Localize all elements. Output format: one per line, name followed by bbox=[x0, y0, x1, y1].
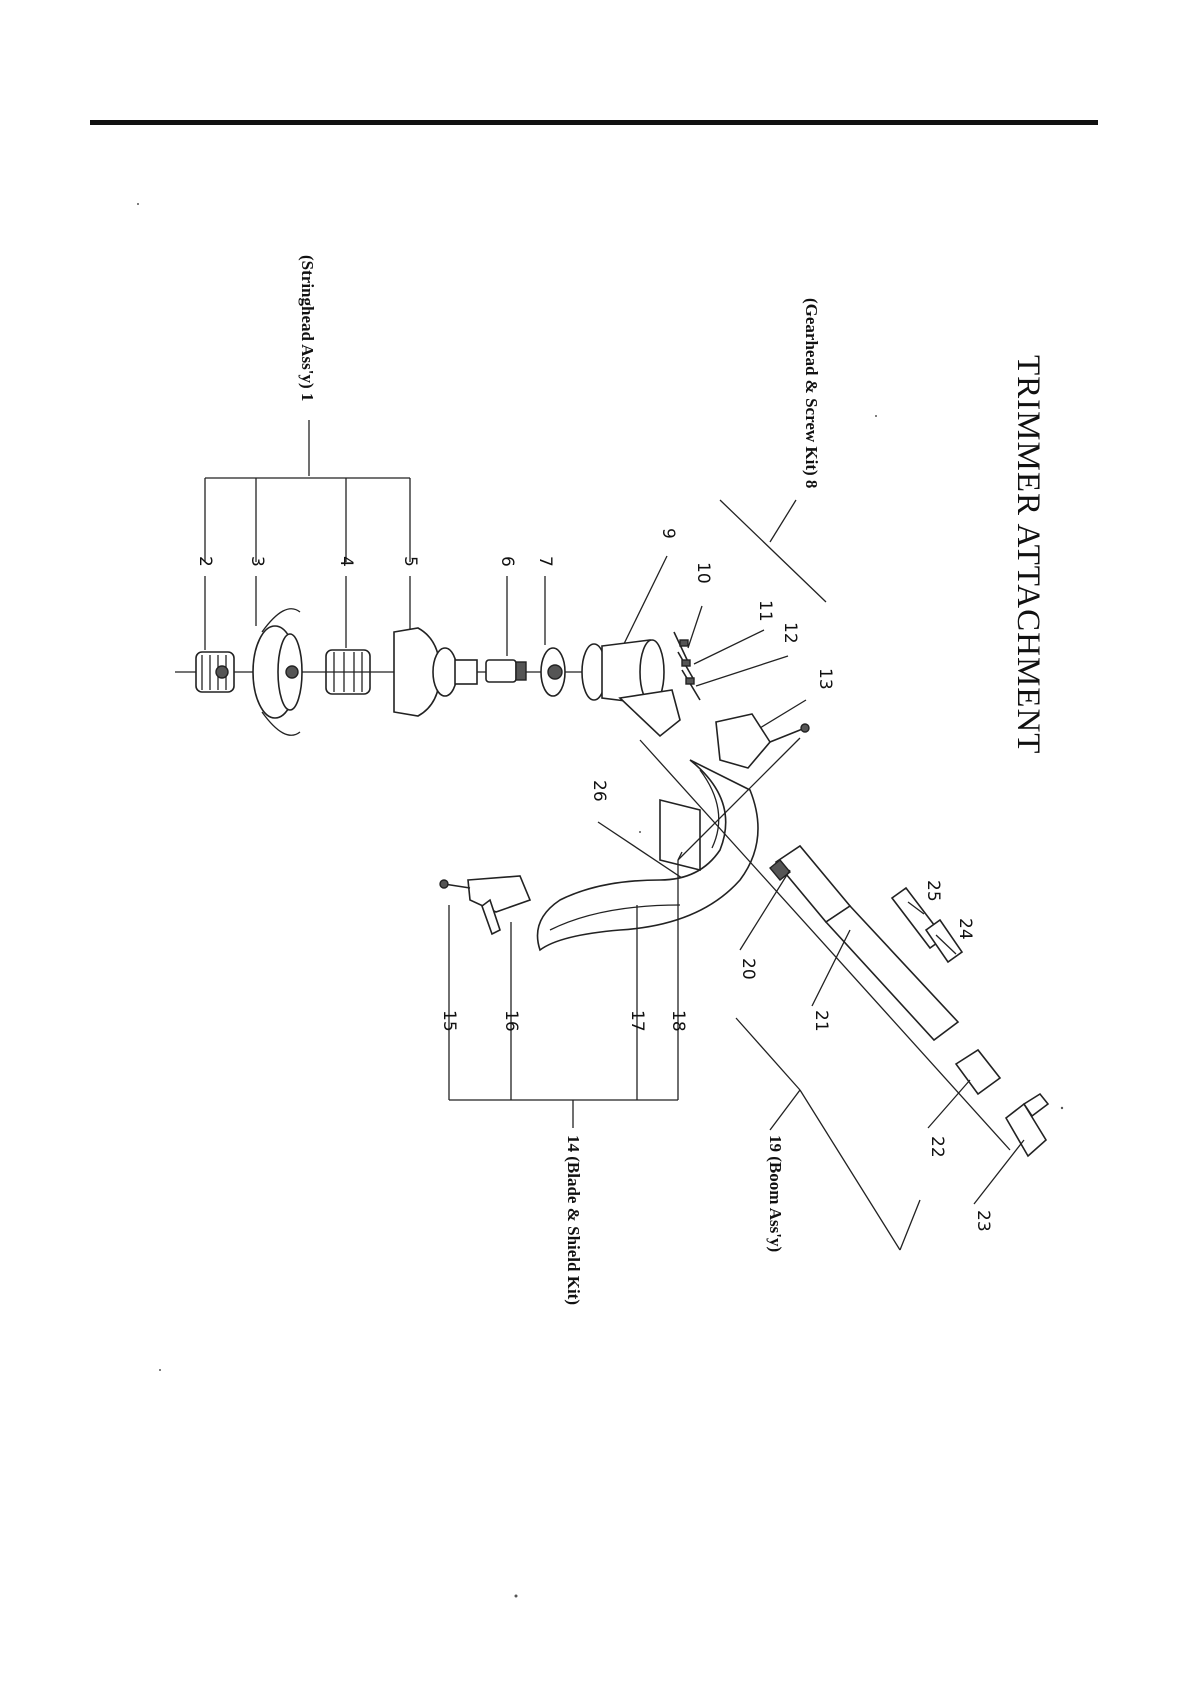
part-23-coupler bbox=[1006, 1094, 1048, 1156]
part-number-10: 10 bbox=[693, 562, 713, 584]
part-5-housing bbox=[394, 628, 477, 716]
part-number-7: 7 bbox=[535, 556, 555, 567]
part-number-25: 25 bbox=[923, 880, 943, 902]
part-number-3: 3 bbox=[247, 556, 267, 567]
leader-lines-stringhead bbox=[205, 576, 545, 656]
part-13-clamp bbox=[716, 714, 809, 768]
part-number-2: 2 bbox=[195, 556, 215, 567]
part-16-blade-bracket bbox=[468, 876, 530, 934]
boom-assembly-label: 19 (Boom Ass'y) bbox=[766, 1135, 785, 1252]
part-9-gearhead bbox=[582, 640, 680, 736]
gearhead-bracket bbox=[720, 500, 826, 602]
page-title: TRIMMER ATTACHMENT bbox=[1010, 355, 1046, 754]
part-number-15: 15 bbox=[439, 1010, 459, 1032]
part-number-5: 5 bbox=[400, 556, 420, 567]
stringhead-assembly-label: (Stringhead Ass'y) 1 bbox=[298, 255, 317, 401]
blade-shield-assembly-label: 14 (Blade & Shield Kit) bbox=[564, 1135, 583, 1305]
part-number-21: 21 bbox=[811, 1010, 831, 1032]
part-22-sleeve bbox=[956, 1050, 1000, 1094]
part-number-13: 13 bbox=[815, 668, 835, 690]
parts-10-12-screws bbox=[674, 632, 700, 700]
part-number-22: 22 bbox=[927, 1136, 947, 1158]
part-number-18: 18 bbox=[668, 1010, 688, 1032]
stringhead-bracket bbox=[205, 420, 410, 562]
part-number-26: 26 bbox=[589, 780, 609, 802]
part-number-20: 20 bbox=[738, 958, 758, 980]
part-15-screw bbox=[440, 880, 470, 888]
part-number-16: 16 bbox=[501, 1010, 521, 1032]
part-number-23: 23 bbox=[973, 1210, 993, 1232]
part-4-spring bbox=[326, 650, 370, 694]
part-6-adapter bbox=[486, 660, 526, 682]
part-number-12: 12 bbox=[780, 622, 800, 644]
part-number-17: 17 bbox=[627, 1010, 647, 1032]
header-rule bbox=[90, 120, 1098, 125]
part-number-6: 6 bbox=[497, 556, 517, 567]
part-number-4: 4 bbox=[336, 556, 356, 567]
part-3-spool bbox=[253, 609, 302, 736]
gearhead-assembly-label: (Gearhead & Screw Kit) 8 bbox=[802, 298, 821, 488]
part-number-9: 9 bbox=[658, 528, 678, 539]
part-2-knob bbox=[196, 652, 234, 692]
part-7-washer bbox=[541, 648, 565, 696]
part-number-24: 24 bbox=[955, 918, 975, 940]
part-number-11: 11 bbox=[755, 600, 775, 622]
